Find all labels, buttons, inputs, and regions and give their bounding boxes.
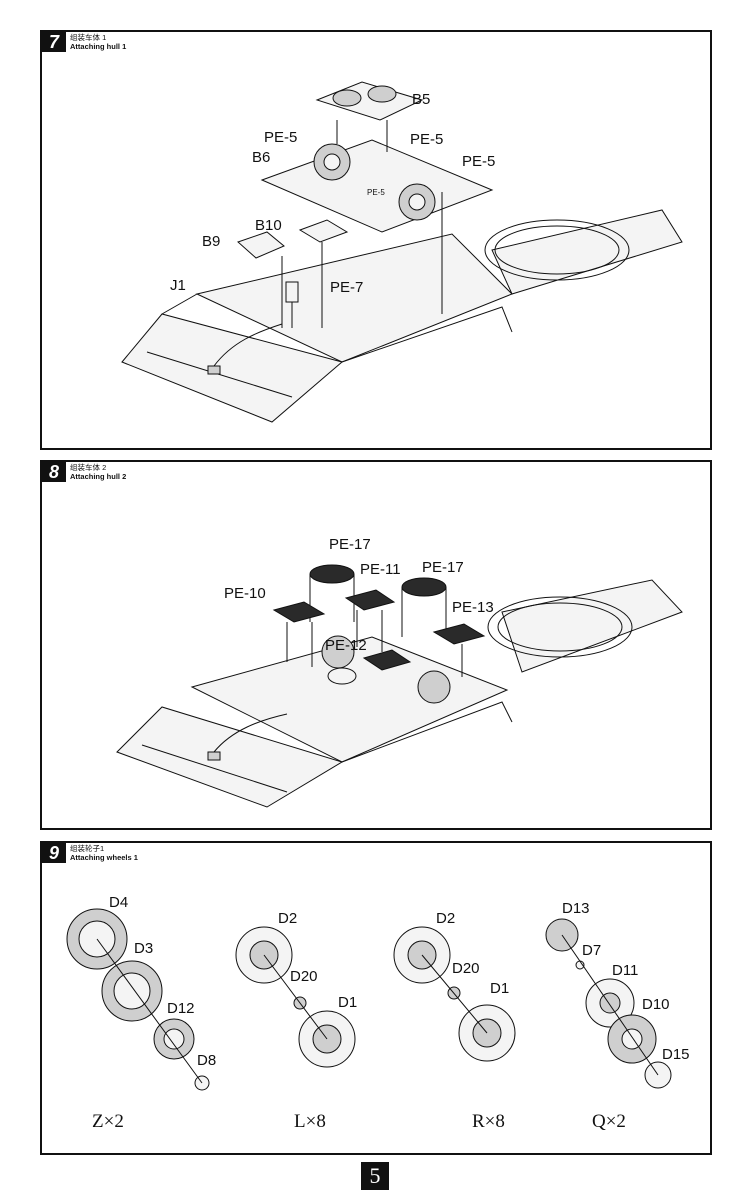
idler-d10-hub xyxy=(621,1028,643,1050)
step-title-cn: 组装轮子1 xyxy=(70,844,105,853)
axis-line xyxy=(561,934,659,1076)
axis-line xyxy=(263,954,328,1040)
step-title: 组装轮子1 Attaching wheels 1 xyxy=(70,844,138,862)
axis-line xyxy=(96,938,203,1084)
cable xyxy=(213,323,283,367)
step-number-badge: 9 xyxy=(42,843,66,863)
step-7-panel: 7 组装车体 1 Attaching hull 1 xyxy=(40,30,712,450)
label-pe-10: PE-10 xyxy=(224,585,266,602)
label-pe-11: PE-11 xyxy=(360,561,401,578)
mesh-cylinder-top xyxy=(309,564,355,584)
dome xyxy=(327,667,357,685)
label-d15: D15 xyxy=(662,1046,690,1063)
wheel-group-q: D13 D7 D11 D10 D15 Q×2 xyxy=(545,900,690,1132)
glacis-line xyxy=(141,744,288,793)
tow-hook xyxy=(207,365,221,375)
label-d11: D11 xyxy=(612,962,638,979)
label-pe-17: PE-17 xyxy=(422,559,464,576)
quantity-z: Z×2 xyxy=(92,1111,124,1132)
quantity-q: Q×2 xyxy=(592,1111,626,1132)
step-title: 组装车体 2 Attaching hull 2 xyxy=(70,463,126,481)
label-d1: D1 xyxy=(490,980,509,997)
page-number: 5 xyxy=(361,1162,389,1190)
label-pe-5: PE-5 xyxy=(264,129,297,146)
wheel-group-z: D4 D3 D12 D8 Z×2 xyxy=(66,894,216,1132)
cable xyxy=(213,713,288,753)
label-b6: B6 xyxy=(252,149,270,166)
b5-dome-right xyxy=(367,85,397,103)
quantity-l: L×8 xyxy=(294,1111,326,1132)
step-title-en: Attaching wheels 1 xyxy=(70,853,138,862)
idler-d11-hub xyxy=(599,992,621,1014)
label-b9: B9 xyxy=(202,233,220,250)
turret-ring-outer xyxy=(484,219,630,281)
fan-left-hub xyxy=(323,153,341,171)
part-pe-7 xyxy=(285,281,299,303)
glacis-edge xyxy=(161,293,198,315)
step-9-diagram: D4 D3 D12 D8 Z×2 D2 D20 D1 L×8 D xyxy=(66,894,690,1132)
rear-deck xyxy=(501,579,683,673)
step-7-diagram: B5 PE-5 PE-5 PE-5 PE-5 B6 B10 B9 J1 PE-7 xyxy=(121,81,683,423)
axis-line xyxy=(421,954,488,1034)
label-d20: D20 xyxy=(290,968,318,985)
label-d12: D12 xyxy=(167,1000,195,1017)
label-b10: B10 xyxy=(255,217,282,234)
step-8-panel: 8 组装车体 2 Attaching hull 2 xyxy=(40,460,712,830)
step-title-en: Attaching hull 2 xyxy=(70,472,127,481)
label-d13: D13 xyxy=(562,900,590,917)
label-d3: D3 xyxy=(134,940,153,957)
label-pe-5: PE-5 xyxy=(462,153,495,170)
glacis-plate xyxy=(116,706,344,808)
label-pe-5: PE-5 xyxy=(410,131,443,148)
step-title-cn: 组装车体 1 xyxy=(70,33,107,42)
step-title: 组装车体 1 Attaching hull 1 xyxy=(70,33,126,51)
hull-side-edge xyxy=(341,701,513,763)
step-8-diagram: PE-17 PE-11 PE-17 PE-10 PE-13 PE-12 xyxy=(116,536,683,808)
label-d20: D20 xyxy=(452,960,480,977)
fan-right xyxy=(417,670,451,704)
part-b10 xyxy=(298,219,349,243)
b5-dome-left xyxy=(332,89,362,107)
label-j1: J1 xyxy=(170,277,186,294)
label-pe-13: PE-13 xyxy=(452,599,494,616)
step-9-panel: 9 组装轮子1 Attaching wheels 1 D4 D3 D12 D8 … xyxy=(40,841,712,1155)
label-d1: D1 xyxy=(338,994,357,1011)
part-b5 xyxy=(315,81,424,121)
step-title-en: Attaching hull 1 xyxy=(70,42,127,51)
engine-deck-b6 xyxy=(260,139,494,233)
label-pe-12: PE-12 xyxy=(325,637,367,654)
label-d4: D4 xyxy=(109,894,128,911)
mesh-cylinder-top xyxy=(401,577,447,597)
part-b9 xyxy=(237,231,285,259)
label-pe-5-small: PE-5 xyxy=(367,188,385,197)
hub-d12-inner xyxy=(163,1028,185,1050)
step-number-badge: 7 xyxy=(42,32,66,52)
quantity-r: R×8 xyxy=(472,1111,505,1132)
wheel-group-r: D2 D20 D1 R×8 xyxy=(393,910,516,1132)
label-d2: D2 xyxy=(278,910,297,927)
tow-hook xyxy=(207,751,221,761)
label-pe-17: PE-17 xyxy=(329,536,371,553)
label-d10: D10 xyxy=(642,996,670,1013)
wheel-group-l: D2 D20 D1 L×8 xyxy=(235,910,357,1132)
fan-right-hub xyxy=(408,193,426,211)
step-number-badge: 8 xyxy=(42,462,66,482)
label-d2: D2 xyxy=(436,910,455,927)
label-b5: B5 xyxy=(412,91,430,108)
label-d8: D8 xyxy=(197,1052,216,1069)
hull-side-edge xyxy=(341,306,513,363)
hull-top xyxy=(195,233,513,363)
step-title-cn: 组装车体 2 xyxy=(70,463,107,472)
grille-pe-13 xyxy=(432,623,486,645)
grille-pe-11 xyxy=(344,589,396,611)
turret-ring-inner xyxy=(494,225,620,275)
label-pe-7: PE-7 xyxy=(330,279,363,296)
turret-ring-inner xyxy=(497,602,623,652)
label-d7: D7 xyxy=(582,942,601,959)
turret-ring-outer xyxy=(487,596,633,658)
grille-pe-10 xyxy=(272,601,326,623)
grille-pe-12 xyxy=(362,649,412,671)
